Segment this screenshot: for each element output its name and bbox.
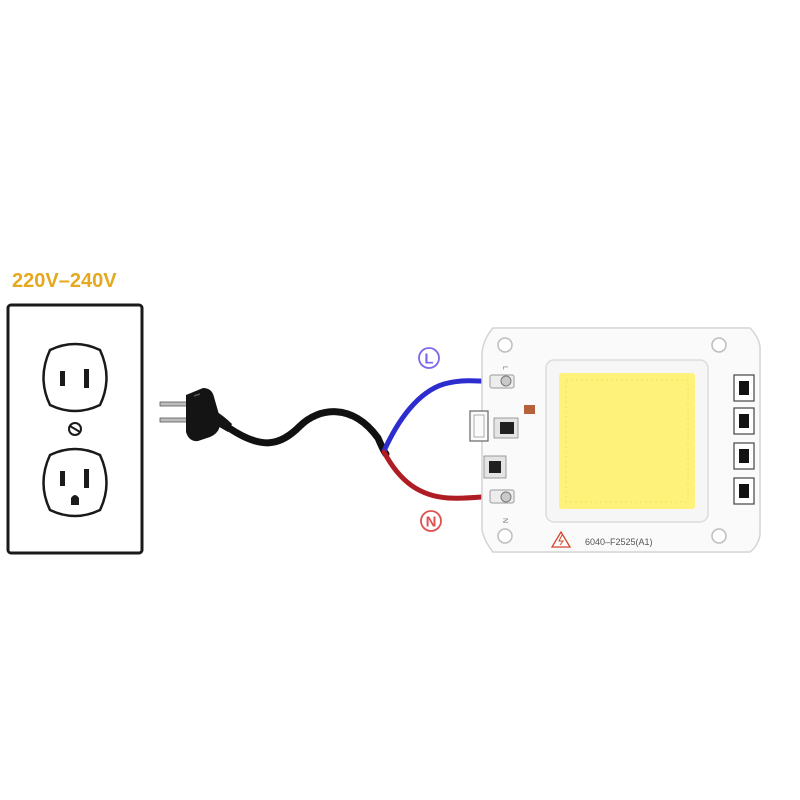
driver-chip <box>469 410 489 442</box>
right-pads <box>733 374 755 505</box>
plug-icon <box>159 388 232 442</box>
pad-label-live: L <box>501 366 508 370</box>
led-cob-module: L N 6040–F2525(A1) <box>469 327 761 553</box>
high-voltage-warning-icon <box>550 530 572 548</box>
voltage-label: 220V–240V <box>12 270 117 292</box>
resistor-component <box>524 405 535 414</box>
neutral-terminal-marker: N <box>420 510 442 532</box>
live-wire <box>381 378 499 454</box>
led-emitter <box>545 359 709 523</box>
live-terminal-label: L <box>424 351 433 368</box>
power-cable <box>225 408 390 458</box>
neutral-terminal-label: N <box>426 514 437 531</box>
neutral-wire <box>381 449 497 501</box>
part-code: 6040–F2525(A1) <box>585 537 653 547</box>
pad-label-neutral: N <box>501 518 508 523</box>
live-terminal-marker: L <box>418 347 440 369</box>
wall-outlet-icon <box>6 303 144 555</box>
